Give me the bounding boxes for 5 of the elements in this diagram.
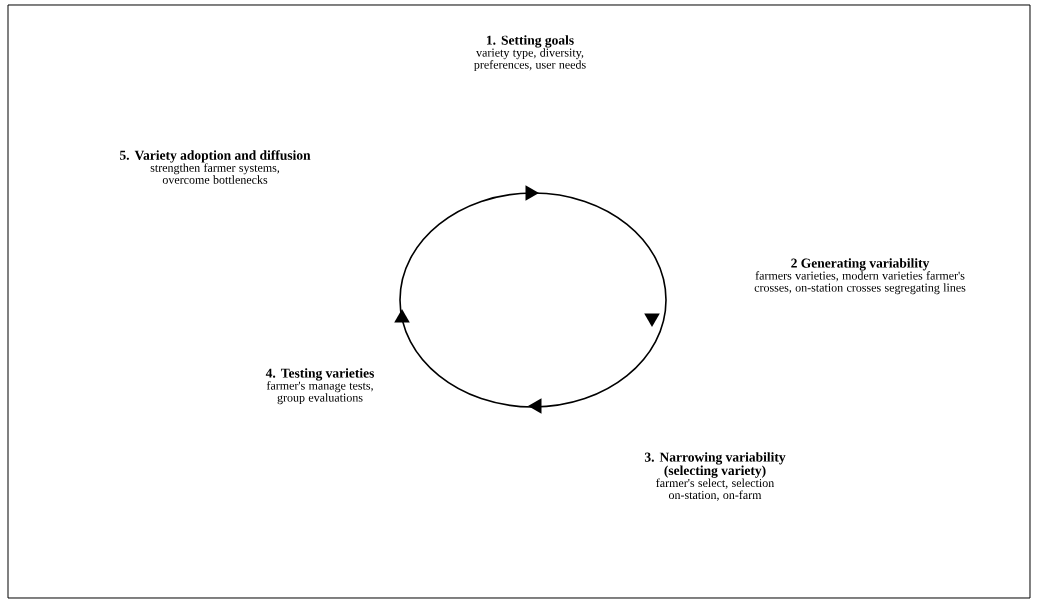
stage-label: 3. Narrowing variability (selecting variety) farmer's select, selection on-station, on-farm xyxy=(644,452,786,501)
stage-label: 1. Setting goals variety type, diversity, preferences, user needs xyxy=(474,35,586,72)
stage-label: 2 Generating variability farmers varieties, modern varieties farmer's crosses, on-station crosses segregating lines xyxy=(754,258,966,295)
stage-label: 4. Testing varieties farmer's manage tests, group evaluations xyxy=(265,368,375,405)
stage-label: 5. Variety adoption and diffusion strengthen farmer systems, overcome bottlenecks xyxy=(119,150,311,184)
